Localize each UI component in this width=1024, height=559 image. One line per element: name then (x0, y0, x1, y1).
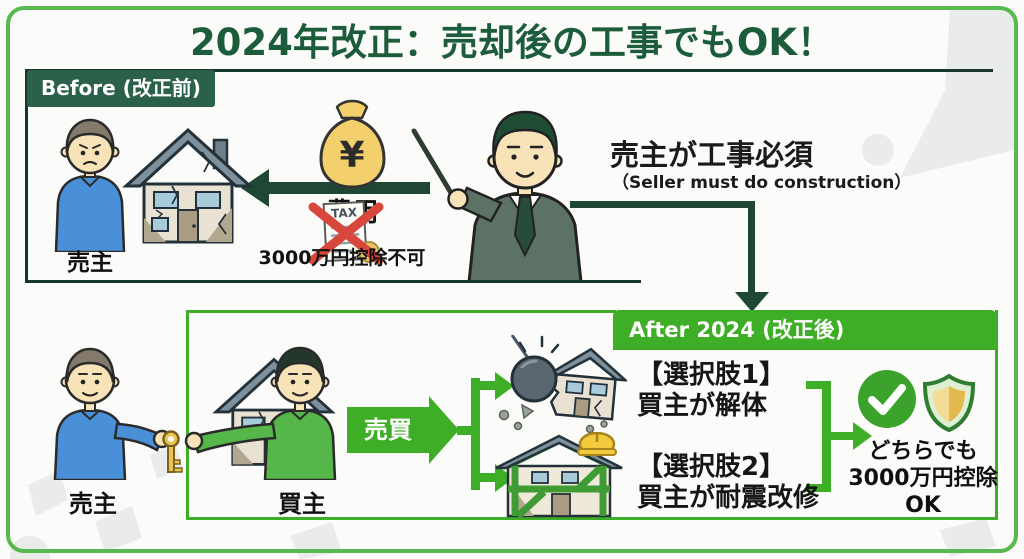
sale-arrow-shaft (347, 407, 429, 453)
buyer-label: 買主 (278, 490, 326, 518)
fork-bottom-stub (480, 473, 495, 482)
before-box-border-bottom (25, 280, 641, 283)
fork-top-stub (480, 381, 495, 390)
option1-text: 【選択肢1】 買主が解体 (637, 360, 785, 422)
result-text: どちらでも 3000万円控除 OK (848, 438, 998, 519)
after-section-label: After 2024 (改正後) (613, 310, 998, 350)
to-after-arrow-vertical (748, 201, 755, 294)
option1-title: 【選択肢1】 (637, 360, 786, 390)
tax-document-icon: TAX (308, 200, 384, 265)
tilted-house (545, 347, 627, 421)
seller-requirement-en: （Seller must do construction） (612, 173, 912, 193)
to-after-arrow-head (735, 292, 769, 312)
tax-stamp-text: TAX (331, 205, 358, 220)
fork-top-arrow-head (495, 372, 514, 400)
after-box-border-top (186, 310, 616, 313)
before-box-border-left (25, 69, 28, 283)
seller-illustration-before (54, 118, 126, 252)
no-deduction-label: 3000万円控除不可 (258, 247, 426, 269)
reinforcement-beams (508, 465, 610, 519)
bracket-top-stub (806, 381, 826, 389)
shield-icon (922, 374, 976, 432)
bracket-vertical (822, 381, 831, 492)
result-line3: OK (905, 493, 941, 518)
page-title: 2024年改正：売却後の工事でもOK！ (189, 21, 835, 64)
sale-arrow-stub (457, 426, 474, 435)
key-icon (162, 430, 183, 473)
result-line1: どちらでも (868, 439, 978, 464)
after-box-border-bottom (186, 517, 998, 520)
option2-text: 【選択肢2】 買主が耐震改修 (637, 452, 819, 514)
bracket-bottom-stub (806, 484, 826, 492)
yen-symbol: ¥ (339, 135, 364, 176)
pointer-stick (411, 128, 460, 206)
sale-arrow-head (429, 396, 459, 464)
sale-arrow-label: 売買 (364, 416, 412, 444)
red-x-icon (308, 202, 384, 265)
option1-desc: 買主が解体 (637, 391, 768, 421)
seller-illustration-after (53, 347, 172, 480)
damaged-house-illustration-before (122, 127, 254, 244)
option2-desc: 買主が耐震改修 (637, 483, 820, 513)
advisor-illustration (411, 110, 583, 282)
demolition-illustration (498, 335, 627, 434)
retrofit-illustration (495, 432, 623, 519)
money-bag-icon: ¥ (319, 99, 386, 189)
after-box-border-left (186, 310, 189, 520)
after-box-border-right (995, 310, 998, 520)
to-after-arrow-horizontal (570, 201, 755, 208)
before-section-label: Before (改正前) (27, 70, 215, 107)
bracket-arrow-head (853, 422, 872, 450)
buyer-illustration (184, 346, 337, 480)
bracket-arrow-shaft (831, 432, 853, 440)
cost-arrow-head (241, 169, 269, 207)
check-icon (858, 370, 916, 428)
seller-label-after: 売主 (69, 490, 117, 518)
before-box-border-top (25, 69, 993, 72)
hard-hat-icon (577, 432, 617, 457)
fork-vertical-line (471, 378, 480, 490)
debris (498, 403, 608, 434)
seller-requirement-jp: 売主が工事必須 (610, 138, 814, 172)
wrecking-ball-icon (510, 355, 558, 403)
result-line2: 3000万円控除 (848, 466, 998, 491)
option2-title: 【選択肢2】 (637, 452, 786, 482)
seller-label-before: 売主 (67, 250, 113, 276)
